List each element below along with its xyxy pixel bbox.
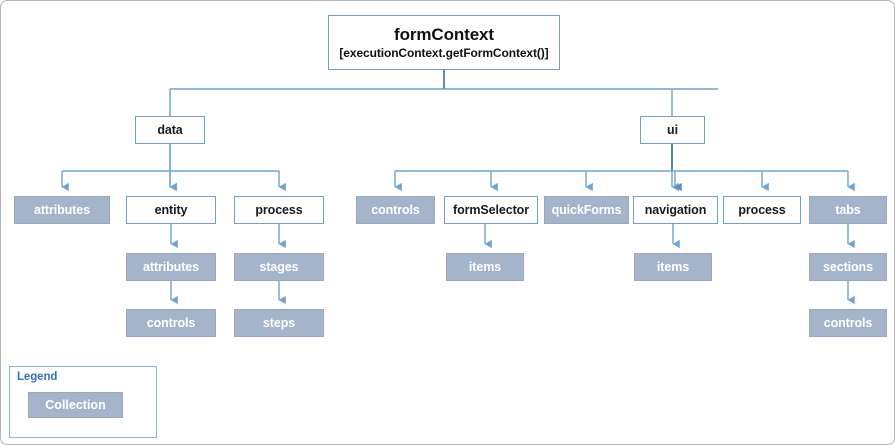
node-data-process[interactable]: process [234,196,324,224]
node-sections-controls[interactable]: controls [809,309,887,337]
node-navigation-items[interactable]: items [634,253,712,281]
node-entity-controls[interactable]: controls [126,309,216,337]
root-node[interactable]: formContext [executionContext.getFormCon… [328,15,560,70]
root-node-subtitle: [executionContext.getFormContext()] [339,45,549,60]
node-data-entity[interactable]: entity [126,196,216,224]
node-tabs-sections[interactable]: sections [809,253,887,281]
node-formselector-items[interactable]: items [446,253,524,281]
node-ui[interactable]: ui [640,116,705,144]
legend: Legend Collection [9,366,157,438]
node-process-stages[interactable]: stages [234,253,324,281]
node-ui-quickforms[interactable]: quickForms [544,196,629,224]
node-ui-tabs[interactable]: tabs [809,196,887,224]
node-data[interactable]: data [135,116,205,144]
node-process-steps[interactable]: steps [234,309,324,337]
node-ui-controls[interactable]: controls [356,196,435,224]
legend-title: Legend [17,371,58,383]
legend-item-collection: Collection [28,392,123,418]
node-ui-navigation[interactable]: navigation [633,196,718,224]
root-node-title: formContext [394,24,494,44]
node-ui-process[interactable]: process [723,196,801,224]
node-ui-formselector[interactable]: formSelector [444,196,538,224]
node-entity-attributes[interactable]: attributes [126,253,216,281]
node-data-attributes[interactable]: attributes [14,196,110,224]
